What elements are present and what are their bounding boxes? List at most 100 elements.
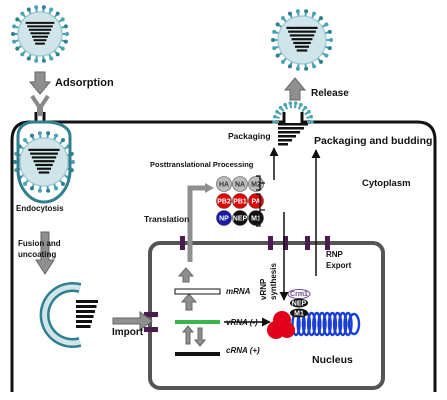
rnp-segment xyxy=(294,45,310,48)
rnp-segment xyxy=(30,32,50,35)
rnp-coil-turn xyxy=(343,311,353,337)
protein-na xyxy=(232,176,248,192)
spike-head xyxy=(71,160,75,164)
spike-head xyxy=(283,102,287,107)
label-vrna: vRNA (-) xyxy=(226,318,258,327)
protein-label-np: NP xyxy=(219,216,229,223)
spike-head xyxy=(272,120,276,124)
spike-head xyxy=(299,102,303,107)
spike-head xyxy=(318,59,323,64)
label-crna: cRNA (+) xyxy=(226,346,260,355)
spike-head xyxy=(49,56,54,61)
spike-head xyxy=(41,5,46,10)
label-nep-rnp: NEP xyxy=(292,301,307,308)
spike-head xyxy=(275,22,280,27)
polymerase-subunit xyxy=(279,322,295,338)
spike-head xyxy=(65,32,69,36)
spike-head xyxy=(281,16,286,21)
spike-head xyxy=(20,11,25,16)
spike-head xyxy=(327,29,332,34)
spike-head xyxy=(49,7,54,12)
spike-head xyxy=(46,188,51,193)
spike-head xyxy=(281,59,286,64)
rnp-segment xyxy=(33,39,47,42)
label-translation: Translation xyxy=(144,214,189,224)
spike-head xyxy=(46,131,51,136)
rnp-segment xyxy=(76,315,94,318)
spike-head xyxy=(295,66,300,71)
spike-head xyxy=(55,11,60,16)
spike-head xyxy=(15,17,20,22)
spike-head xyxy=(63,39,68,44)
rnp-segment xyxy=(291,38,313,41)
spike-head xyxy=(312,64,317,69)
rnp-segment xyxy=(293,41,311,45)
spike-head xyxy=(288,101,293,105)
rnp-segment xyxy=(296,49,308,52)
rnp-segment xyxy=(278,131,300,134)
rnp-segment xyxy=(33,160,55,163)
rnp-segment xyxy=(278,135,296,138)
protein-brace-2 xyxy=(256,193,265,227)
label-rnp-export-2: Export xyxy=(326,261,352,270)
spike-head xyxy=(60,181,65,186)
m1-protein xyxy=(290,308,308,318)
uncoating-vesicle xyxy=(39,282,98,348)
protein-ha xyxy=(216,176,232,192)
spike-head xyxy=(63,24,68,29)
spike-head xyxy=(23,181,28,186)
protein-label-ha: HA xyxy=(219,182,229,189)
spike-head xyxy=(11,32,15,36)
label-mrna: mRNA xyxy=(226,287,251,296)
rnp-coil-end xyxy=(347,312,361,336)
virions xyxy=(11,5,333,193)
spike-head xyxy=(318,16,323,21)
spike-head xyxy=(275,53,280,58)
spike-head xyxy=(34,58,39,63)
protein-pb1 xyxy=(232,193,248,209)
label-packaging-budding: Packaging and budding xyxy=(314,135,432,147)
released-rnps xyxy=(76,300,98,328)
spike-head xyxy=(60,46,65,51)
spike-head xyxy=(54,186,59,191)
label-vrnp-1: vRNP xyxy=(259,278,268,300)
protein-pb2 xyxy=(216,193,232,209)
spike-head xyxy=(295,9,300,14)
label-vrnp-2: synthesis xyxy=(269,263,278,300)
spike-head xyxy=(20,52,25,57)
spike-head xyxy=(29,133,34,138)
protein-label-m1: M1 xyxy=(251,216,261,223)
label-nucleus: Nucleus xyxy=(312,354,353,366)
spike-head xyxy=(287,11,292,16)
rnp-segment xyxy=(31,156,57,159)
protein-label-pb2: PB2 xyxy=(217,199,231,206)
protein-nep xyxy=(232,210,248,226)
spike-head xyxy=(287,64,292,69)
spike-head xyxy=(312,11,317,16)
spike-head xyxy=(309,114,314,119)
rnp-segment xyxy=(35,42,45,45)
mrna-strand xyxy=(174,288,221,295)
spike-head xyxy=(15,46,20,51)
spike-head xyxy=(307,109,311,114)
rnp-segment xyxy=(35,163,53,167)
spike-head xyxy=(54,133,59,138)
rnp-segment xyxy=(28,148,60,151)
spike-head xyxy=(271,38,275,42)
label-packaging: Packaging xyxy=(228,131,271,141)
spike-head xyxy=(304,66,309,71)
label-adsorption: Adsorption xyxy=(55,77,114,89)
label-cytoplasm: Cytoplasm xyxy=(362,178,411,189)
rnp-segment xyxy=(76,310,95,313)
rnp-coil-turn xyxy=(338,311,348,337)
rnp-segment xyxy=(31,35,49,38)
spike-head xyxy=(293,101,298,105)
rnp-segment xyxy=(30,152,58,155)
spike-head xyxy=(13,160,17,164)
label-import: Import xyxy=(112,327,144,338)
rnp-segment xyxy=(76,300,98,303)
spike-head xyxy=(304,9,309,14)
spike-head xyxy=(37,131,42,136)
spike-head xyxy=(310,120,314,124)
